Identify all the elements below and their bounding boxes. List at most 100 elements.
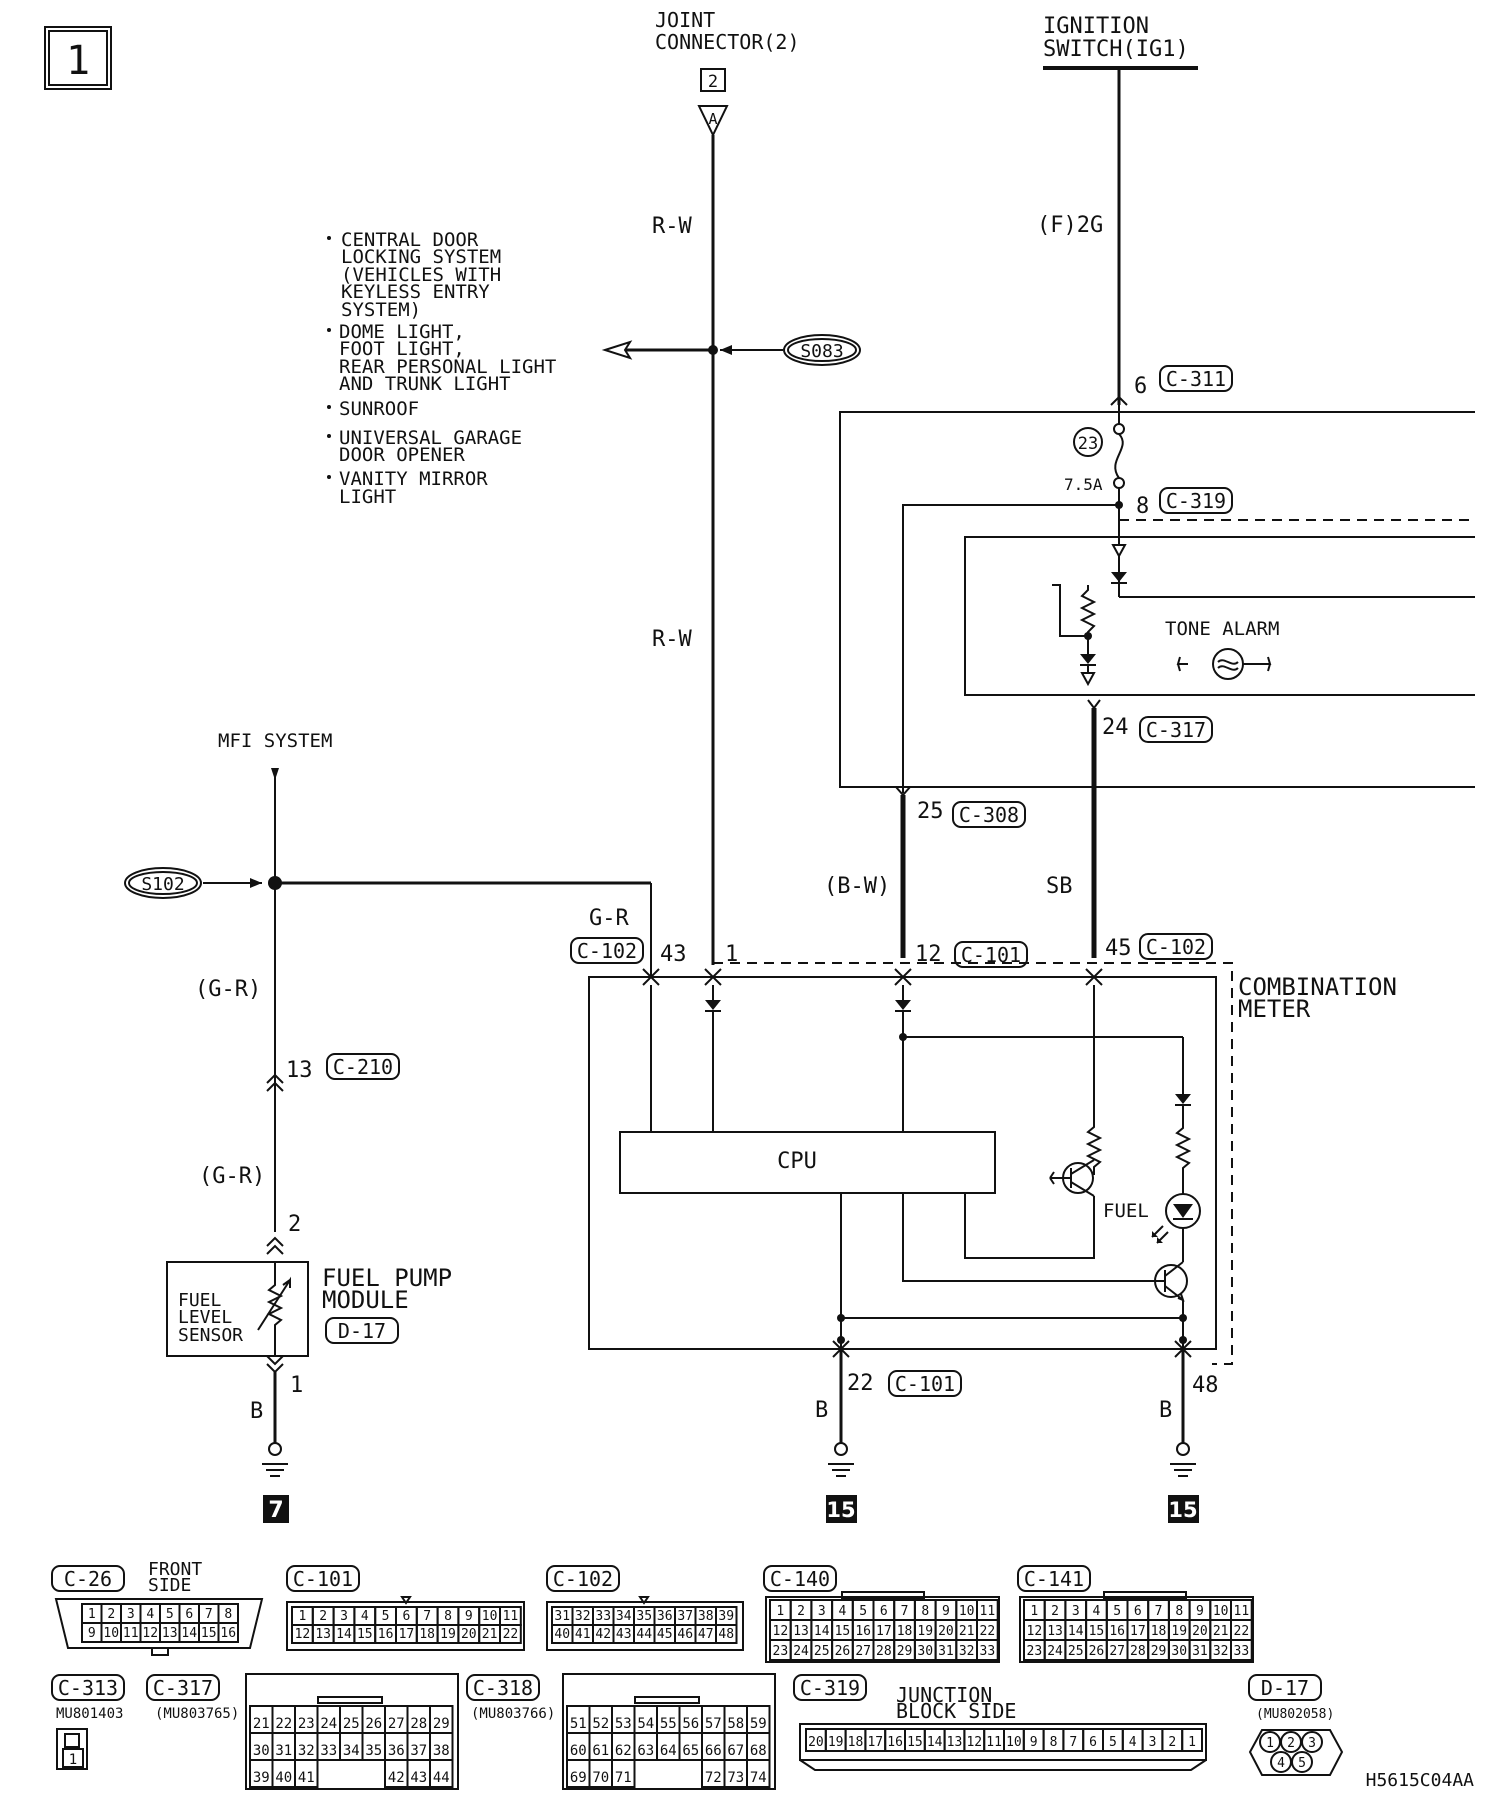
pin-c102-45: 45 (1105, 936, 1132, 961)
c26-pin-16: 16 (220, 1626, 236, 1641)
c140-pin-10: 10 (959, 1604, 975, 1619)
c317-pin-35: 35 (365, 1743, 382, 1759)
splice-s083-label: S083 (800, 341, 843, 362)
branch-list: CENTRAL DOOR LOCKING SYSTEM (VEHICLES WI… (327, 229, 556, 508)
c317-pin-44: 44 (433, 1770, 450, 1786)
c140-pin-17: 17 (876, 1624, 892, 1639)
c101-pin-13: 13 (315, 1627, 331, 1642)
combination-meter-label-1: COMBINATION (1238, 973, 1397, 1001)
c141-pin-3: 3 (1072, 1604, 1080, 1619)
pin-c311: 6 (1134, 374, 1147, 399)
c102-pin-32: 32 (575, 1609, 591, 1624)
c318-pin-60: 60 (570, 1743, 587, 1759)
c317-pin-28: 28 (410, 1716, 427, 1732)
fuel-warning-led-icon (1151, 1193, 1201, 1244)
c102-pin-42: 42 (595, 1627, 611, 1642)
branch-2-line-1: DOME LIGHT, (339, 321, 465, 343)
connector-d17: D-17 (338, 1319, 386, 1343)
fuse-number: 23 (1078, 434, 1098, 454)
c140-pin-7: 7 (901, 1604, 909, 1619)
c140-pin-20: 20 (938, 1624, 954, 1639)
c26-pin-9: 9 (88, 1626, 96, 1641)
combination-meter-outline (650, 958, 1233, 1365)
branch-2-line-4: AND TRUNK LIGHT (339, 373, 511, 395)
c101-pin-20: 20 (461, 1627, 477, 1642)
c101-pin-4: 4 (361, 1609, 369, 1624)
c317-pin-36: 36 (388, 1743, 405, 1759)
c141-pin-6: 6 (1134, 1604, 1142, 1619)
c140-pin-3: 3 (818, 1604, 826, 1619)
wire-label-rw-1: R-W (652, 214, 692, 239)
c26-pin-12: 12 (142, 1626, 158, 1641)
c141-pin-29: 29 (1151, 1644, 1167, 1659)
c26-pin-8: 8 (224, 1607, 232, 1622)
c317-pin-27: 27 (388, 1716, 405, 1732)
c318-pin-73: 73 (727, 1770, 744, 1786)
c318-pin-71: 71 (615, 1770, 632, 1786)
c26-pin-7: 7 (205, 1607, 213, 1622)
c141-pin-21: 21 (1213, 1624, 1229, 1639)
c317-pin-29: 29 (433, 1716, 450, 1732)
fuel-pump-module-label-2: MODULE (322, 1286, 409, 1314)
c141-pin-24: 24 (1047, 1644, 1063, 1659)
branch-5-line-1: VANITY MIRROR (339, 468, 488, 490)
c319-pin-14: 14 (927, 1735, 943, 1750)
d17-pin-2: 2 (1287, 1736, 1295, 1751)
c101-pin-19: 19 (440, 1627, 456, 1642)
c318-label: C-318 (473, 1676, 533, 1700)
c319-pin-11: 11 (986, 1735, 1002, 1750)
connector-c308: C-308 (959, 803, 1019, 827)
c319-pin-6: 6 (1089, 1735, 1097, 1750)
combination-meter-label-2: METER (1238, 995, 1311, 1023)
fuel-level-sensor-label-1: FUEL (178, 1290, 222, 1311)
c140-label: C-140 (770, 1567, 830, 1591)
c141-pin-23: 23 (1027, 1644, 1043, 1659)
c101-pin-6: 6 (402, 1609, 410, 1624)
c102-pin-40: 40 (554, 1627, 570, 1642)
c319-pin-13: 13 (947, 1735, 963, 1750)
branch-1-line-2: LOCKING SYSTEM (341, 246, 501, 268)
wire-label-rw-2: R-W (652, 627, 692, 652)
c318-pin-63: 63 (637, 1743, 654, 1759)
c141-pin-15: 15 (1089, 1624, 1105, 1639)
cpu-box (619, 1131, 996, 1194)
pin-d17-2: 2 (288, 1212, 301, 1237)
c141-pin-9: 9 (1196, 1604, 1204, 1619)
c102-pin-37: 37 (677, 1609, 693, 1624)
fuel-label: FUEL (1103, 1200, 1149, 1222)
ground-7-icon: 7 (262, 1442, 289, 1523)
c141-pin-8: 8 (1175, 1604, 1183, 1619)
ignition-switch: IGNITION SWITCH(IG1) (1043, 14, 1198, 70)
c317-pin-41: 41 (298, 1770, 315, 1786)
c318-pin-53: 53 (615, 1716, 632, 1732)
c102-pin-39: 39 (718, 1609, 734, 1624)
ground-15a-icon: 15 (826, 1442, 857, 1523)
wire-label-b-2: B (815, 1398, 828, 1423)
c317-pin-43: 43 (410, 1770, 427, 1786)
c101-pin-15: 15 (357, 1627, 373, 1642)
branch-4-line-2: DOOR OPENER (339, 444, 465, 466)
wire-label-f2g: (F)2G (1037, 213, 1103, 238)
c101-pin-11: 11 (503, 1609, 519, 1624)
c318-pin-55: 55 (660, 1716, 677, 1732)
c319-title-2: BLOCK SIDE (896, 1699, 1016, 1723)
c102-pin-41: 41 (575, 1627, 591, 1642)
c140-pin-21: 21 (959, 1624, 975, 1639)
c318-pin-54: 54 (637, 1716, 654, 1732)
c318-pin-67: 67 (727, 1743, 744, 1759)
c141-pin-18: 18 (1151, 1624, 1167, 1639)
figure-code: H5615C04AA (1366, 1770, 1475, 1791)
joint-connector: JOINT CONNECTOR(2) 2 A (655, 8, 800, 138)
c140-pin-29: 29 (897, 1644, 913, 1659)
c141-pin-26: 26 (1089, 1644, 1105, 1659)
fuse-rating: 7.5A (1064, 475, 1103, 494)
branch-4-line-1: UNIVERSAL GARAGE (339, 427, 522, 449)
c317-pin-24: 24 (320, 1716, 337, 1732)
c140-pin-24: 24 (793, 1644, 809, 1659)
c318-pin-66: 66 (705, 1743, 722, 1759)
c140-pin-26: 26 (835, 1644, 851, 1659)
c319-pin-12: 12 (966, 1735, 982, 1750)
c141-pin-33: 33 (1234, 1644, 1250, 1659)
c26-pin-2: 2 (107, 1607, 115, 1622)
